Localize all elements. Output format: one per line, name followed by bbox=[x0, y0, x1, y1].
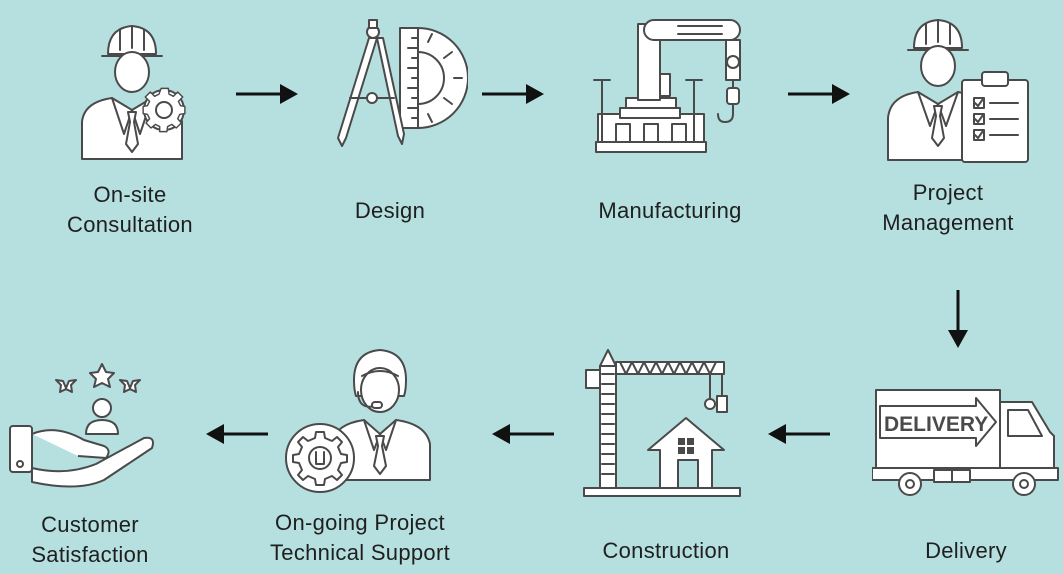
arrow-right-icon bbox=[788, 84, 850, 104]
step-label-project-management: Project Management bbox=[882, 180, 1014, 235]
step-label-design: Design bbox=[354, 198, 426, 223]
step-label-on-site-consultation: On-site Consultation bbox=[67, 182, 193, 237]
arrow-right-icon bbox=[236, 84, 298, 104]
engineer-with-gear-icon bbox=[81, 25, 186, 160]
industrial-crane-icon bbox=[593, 19, 741, 153]
engineer-with-checklist-icon bbox=[887, 19, 1029, 163]
step-label-construction: Construction bbox=[602, 538, 730, 563]
support-agent-icon bbox=[285, 349, 431, 493]
step-label-customer-satisfaction: Customer Satisfaction bbox=[31, 512, 149, 567]
step-label-delivery: Delivery bbox=[925, 538, 1007, 563]
tower-crane-house-icon bbox=[583, 349, 741, 497]
hand-with-stars-icon bbox=[9, 363, 154, 488]
step-label-manufacturing: Manufacturing bbox=[598, 198, 742, 223]
arrow-left-icon bbox=[768, 424, 830, 444]
delivery-truck-icon: DELIVERY bbox=[872, 389, 1059, 496]
arrow-down-icon bbox=[948, 290, 968, 348]
arrow-left-icon bbox=[206, 424, 268, 444]
compass-and-protractor-icon bbox=[337, 19, 468, 147]
truck-text: DELIVERY bbox=[884, 413, 988, 436]
arrow-left-icon bbox=[492, 424, 554, 444]
arrow-right-icon bbox=[482, 84, 544, 104]
step-label-technical-support: On-going Project Technical Support bbox=[270, 510, 450, 565]
